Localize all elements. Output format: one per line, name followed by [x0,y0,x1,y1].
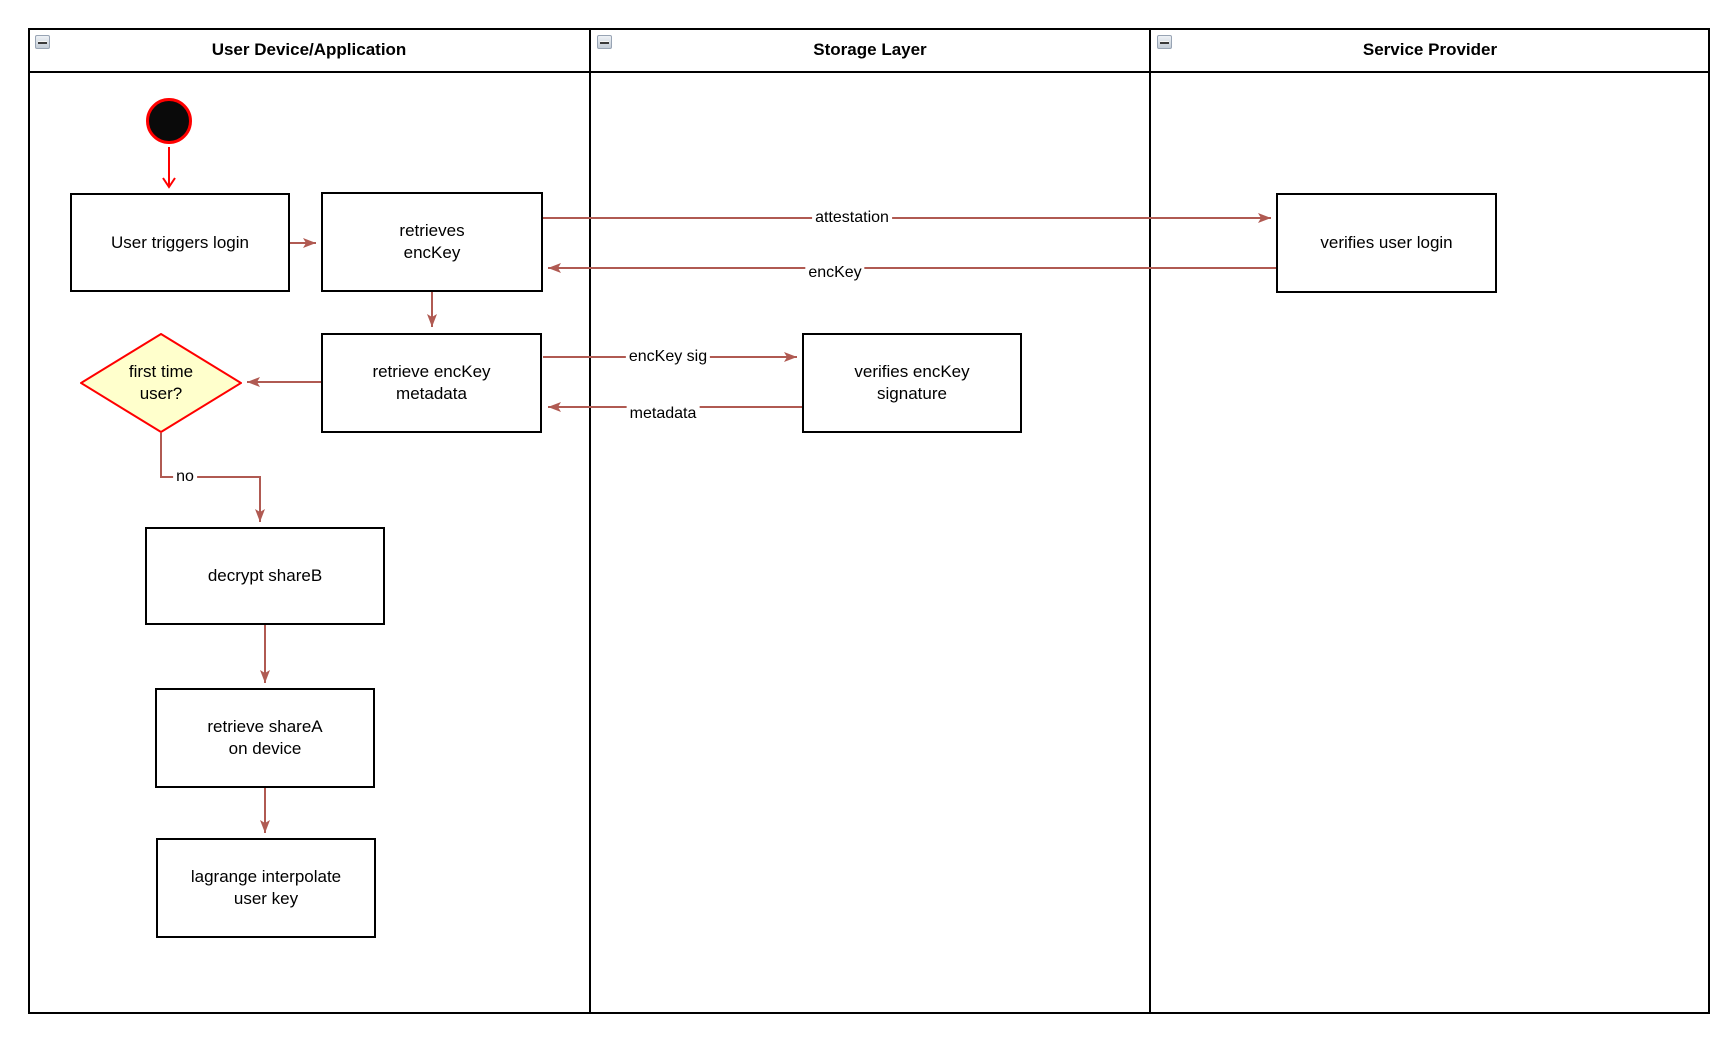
node-label: retrieve encKey metadata [372,362,491,403]
lane-header-service-provider: Service Provider [1150,28,1710,71]
node-label: verifies encKey signature [854,362,970,403]
node-retrieves-enckey[interactable]: retrieves encKey [321,192,543,292]
node-decrypt-shareb[interactable]: decrypt shareB [145,527,385,625]
lane-header-user-device: User Device/Application [28,28,590,71]
collapse-minus-icon[interactable] [35,35,50,49]
edge-label-enckey: encKey [805,264,865,282]
collapse-minus-icon[interactable] [597,35,612,49]
edge-label-enckey-sig: encKey sig [625,348,711,366]
node-retrieve-sharea-on-device[interactable]: retrieve shareA on device [155,688,375,788]
node-label: retrieve shareA on device [207,717,323,758]
node-label: lagrange interpolate user key [190,867,342,908]
node-label: decrypt shareB [207,566,323,585]
initial-state-node[interactable] [146,98,192,144]
edge-label-metadata: metadata [626,405,700,423]
node-label: retrieves encKey [399,221,465,262]
collapse-minus-icon[interactable] [1157,35,1172,49]
edge-label-no: no [173,468,197,486]
node-user-triggers-login[interactable]: User triggers login [70,193,290,292]
lane-header-row: User Device/Application Storage Layer Se… [28,28,1710,73]
minus-glyph [1160,41,1169,44]
node-verifies-enckey-signature[interactable]: verifies encKey signature [802,333,1022,433]
decision-label: first time user? [128,362,194,403]
lane-header-storage-layer: Storage Layer [590,28,1150,71]
lane-title: Storage Layer [813,39,927,59]
decision-first-time-user[interactable]: first time user? [80,333,242,433]
lane-title: Service Provider [1362,39,1498,59]
node-retrieve-enckey-metadata[interactable]: retrieve encKey metadata [321,333,542,433]
node-verifies-user-login[interactable]: verifies user login [1276,193,1497,293]
lane-title: User Device/Application [211,39,407,59]
diamond-shape [80,333,242,433]
minus-glyph [600,41,609,44]
lane-separator-2 [1149,28,1151,1014]
node-label: User triggers login [111,232,249,252]
node-lagrange-interpolate-user-key[interactable]: lagrange interpolate user key [156,838,376,938]
minus-glyph [38,41,47,44]
node-label: verifies user login [1320,233,1453,252]
lane-separator-1 [589,28,591,1014]
edge-label-attestation: attestation [812,209,892,227]
